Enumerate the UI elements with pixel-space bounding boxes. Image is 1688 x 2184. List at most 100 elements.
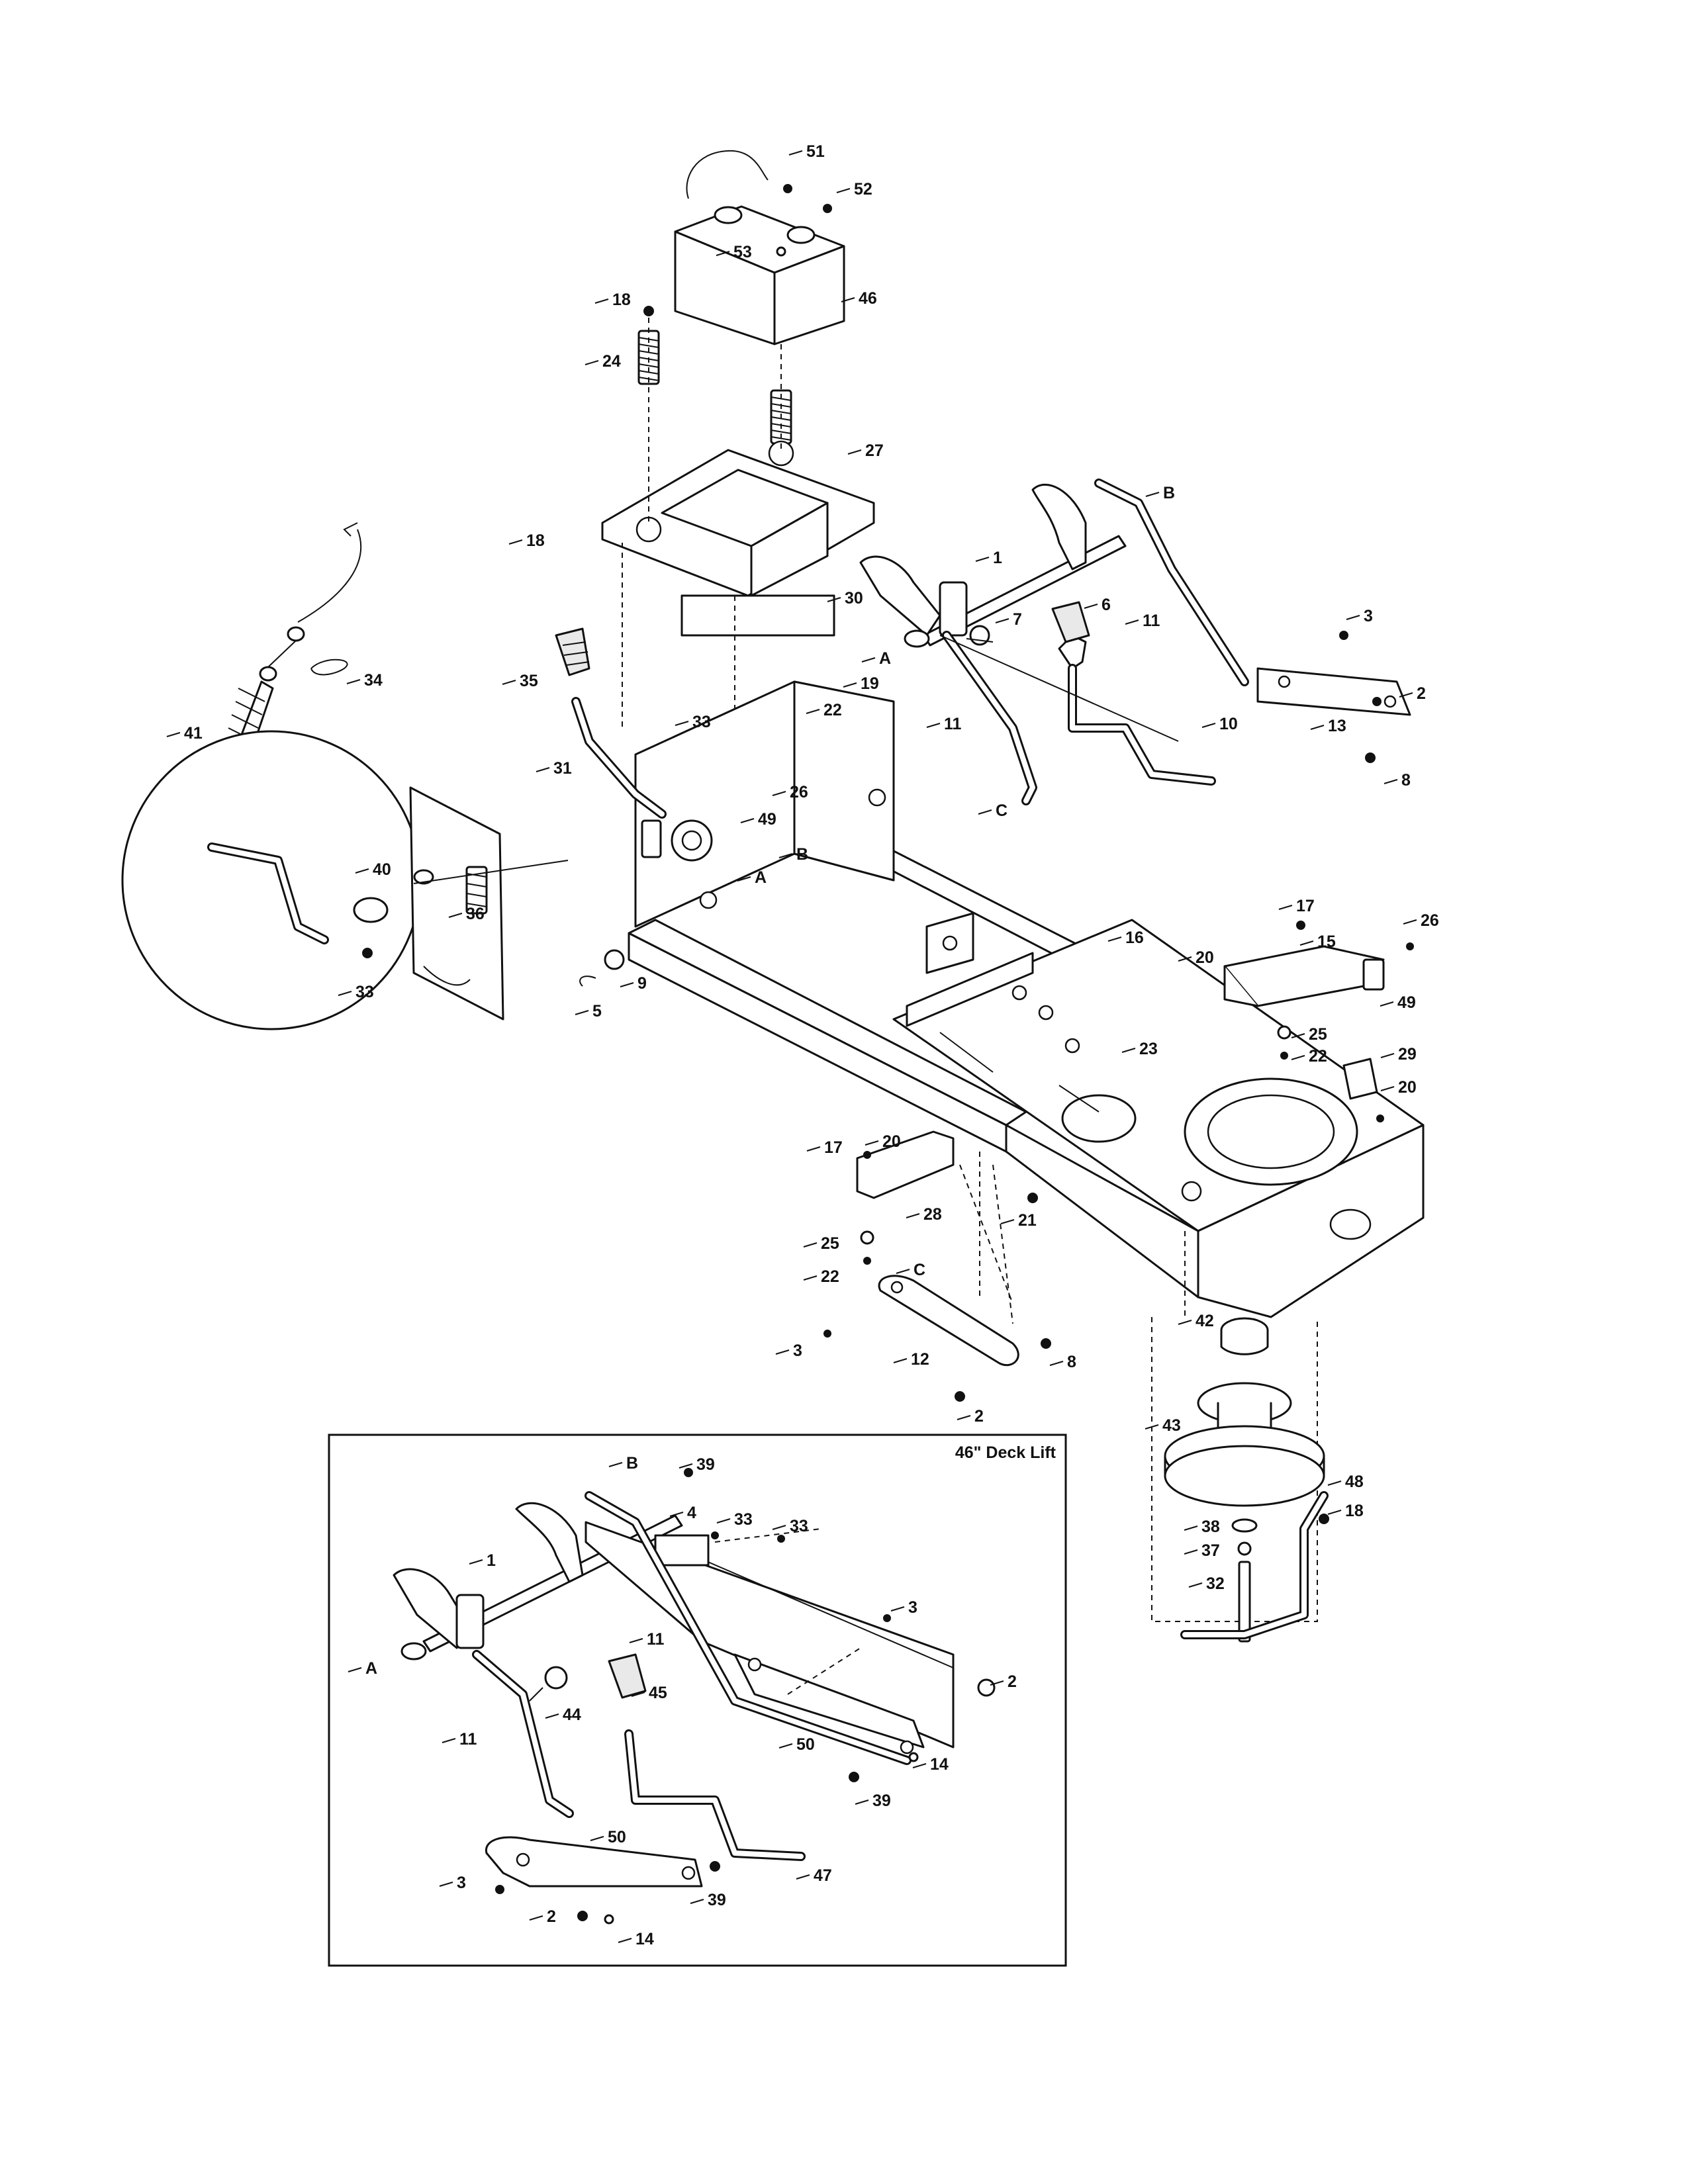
callout-42: 42	[1196, 1312, 1214, 1330]
callout-leader	[1145, 1424, 1159, 1430]
callout-18: 18	[526, 531, 545, 550]
callout-20: 20	[882, 1132, 901, 1151]
callout-2: 2	[974, 1407, 984, 1426]
callout-leader	[348, 1667, 362, 1672]
callout-45: 45	[649, 1684, 667, 1702]
callout-leader	[772, 1525, 786, 1530]
callout-44: 44	[563, 1706, 581, 1724]
callout-35: 35	[520, 672, 538, 690]
callout-leader	[975, 557, 990, 562]
deck-lift-46-inset: 46" Deck Lift	[328, 1433, 1067, 1967]
callout-leader	[1291, 1033, 1305, 1038]
shift-lever	[555, 627, 667, 819]
callout-leader	[690, 1899, 704, 1904]
callout-leader	[1201, 723, 1216, 728]
callout-leader	[716, 251, 730, 256]
callout-leader	[775, 1349, 790, 1355]
callout-11: 11	[647, 1630, 665, 1649]
callout-3: 3	[457, 1874, 466, 1892]
callout-33: 33	[734, 1510, 753, 1529]
callout-21: 21	[1018, 1211, 1037, 1230]
callout-leader	[669, 1512, 684, 1517]
inset-title: 46" Deck Lift	[955, 1443, 1056, 1462]
pulley-assembly	[1164, 1317, 1329, 1643]
callout-6: 6	[1102, 596, 1111, 614]
callout-leader	[355, 868, 369, 874]
callout-34: 34	[364, 671, 383, 690]
callout-leader	[796, 1874, 810, 1880]
callout-22: 22	[821, 1267, 839, 1286]
inset-frame	[328, 1433, 1067, 1967]
callout-4: 4	[687, 1504, 696, 1522]
callout-2: 2	[547, 1907, 556, 1926]
callout-leader	[806, 709, 820, 714]
callout-27: 27	[865, 441, 884, 460]
callout-40: 40	[373, 860, 391, 879]
callout-15: 15	[1317, 933, 1336, 951]
callout-25: 25	[1309, 1025, 1327, 1044]
callout-leader	[508, 539, 523, 545]
callout-20: 20	[1196, 948, 1214, 967]
callout-leader	[590, 1836, 604, 1841]
callout-leader	[806, 1146, 821, 1152]
callout-1: 1	[487, 1551, 496, 1570]
callout-22: 22	[1309, 1047, 1327, 1066]
callout-leader	[1399, 692, 1413, 698]
callout-leader	[788, 150, 803, 156]
callout-leader	[893, 1358, 908, 1363]
callout-B: B	[1163, 484, 1175, 502]
callout-leader	[1184, 1525, 1198, 1531]
callout-leader	[890, 1606, 905, 1612]
callout-12: 12	[911, 1350, 929, 1369]
callout-leader	[896, 1269, 910, 1274]
callout-leader	[772, 791, 786, 796]
callout-47: 47	[814, 1866, 832, 1885]
callout-B: B	[796, 845, 808, 864]
callout-11: 11	[944, 715, 962, 733]
callout-leader	[843, 682, 857, 688]
callout-leader	[847, 449, 862, 455]
callout-leader	[778, 853, 793, 858]
callout-leader	[439, 1882, 453, 1887]
callout-2: 2	[1008, 1672, 1017, 1691]
callout-2: 2	[1417, 684, 1426, 703]
callout-18: 18	[612, 291, 631, 309]
callout-33: 33	[355, 983, 374, 1001]
callout-33: 33	[692, 713, 711, 731]
callout-leader	[594, 298, 609, 304]
callout-leader	[1346, 615, 1360, 620]
callout-leader	[1188, 1582, 1203, 1588]
callout-A: A	[755, 868, 767, 887]
callout-leader	[536, 767, 550, 772]
callout-5: 5	[592, 1002, 602, 1021]
callout-leader	[529, 1915, 543, 1921]
callout-leader	[166, 732, 181, 737]
callout-leader	[855, 1799, 869, 1805]
callout-leader	[469, 1559, 483, 1565]
callout-13: 13	[1328, 717, 1346, 735]
callout-leader	[716, 1518, 731, 1524]
callout-11: 11	[459, 1730, 477, 1749]
battery-tray	[601, 318, 875, 728]
callout-leader	[841, 297, 855, 302]
callout-leader	[1125, 619, 1139, 625]
callout-leader	[836, 188, 851, 193]
callout-49: 49	[1397, 993, 1416, 1012]
callout-leader	[995, 618, 1009, 623]
callout-leader	[1178, 956, 1192, 962]
callout-leader	[1000, 1219, 1015, 1224]
callout-leader	[629, 1638, 643, 1643]
callout-41: 41	[184, 724, 203, 743]
callout-49: 49	[758, 810, 776, 829]
callout-leader	[1178, 1320, 1192, 1325]
callout-33: 33	[790, 1517, 808, 1535]
callout-leader	[740, 818, 755, 823]
callout-A: A	[365, 1659, 377, 1678]
callout-leader	[803, 1275, 818, 1281]
callout-9: 9	[637, 974, 647, 993]
clutch-spring-detail	[121, 522, 569, 1030]
callout-leader	[618, 1938, 632, 1943]
callout-1: 1	[993, 549, 1002, 567]
callout-leader	[926, 723, 941, 728]
